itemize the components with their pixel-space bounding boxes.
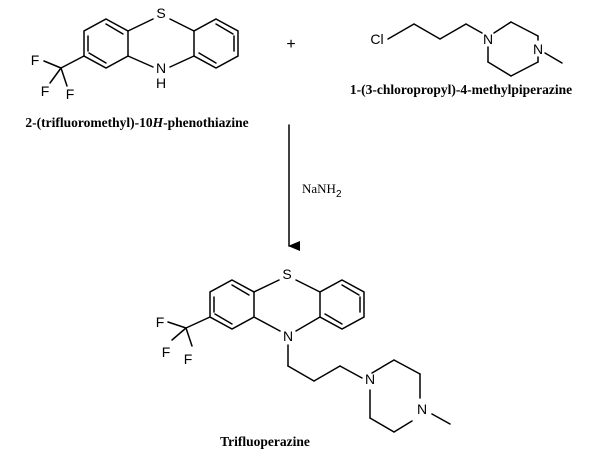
reactant-1-bond [127, 18, 154, 32]
reactant-2-bond [465, 23, 483, 34]
product-chain-bond [287, 365, 315, 382]
atom-nitrogen: N [483, 31, 493, 47]
product-bond [295, 316, 321, 332]
reactant-1-bond [60, 55, 85, 69]
atom-nitrogen: N [417, 401, 427, 417]
atom-fluorine: F [66, 86, 75, 102]
reactant-2-ring-bond [487, 61, 512, 77]
atom-fluorine: F [156, 314, 165, 330]
atom-sulfur: S [282, 266, 291, 282]
reactant-1-right-ring-double-bond [215, 23, 234, 35]
product-bond [171, 327, 187, 341]
product-bond [295, 279, 321, 293]
reactant-1-bond [169, 18, 195, 32]
reactant-2-structure: Cl N N [370, 21, 563, 77]
reactant-1-structure: S N H F F F [31, 5, 239, 102]
atom-nitrogen: N [283, 328, 293, 344]
atom-nitrogen: N [533, 41, 543, 57]
reactant-1-left-ring [83, 18, 129, 69]
reactant-2-bond [387, 23, 415, 40]
product-structure: S N F F F N N [156, 266, 451, 433]
reactant-1-name: 2-(trifluoromethyl)-10H-phenothiazine [25, 115, 248, 130]
product-bond [185, 327, 193, 347]
atom-nitrogen: N [156, 60, 166, 76]
reactant-2-ring-bond [493, 21, 512, 34]
reactant-1-bond [43, 60, 62, 69]
product-ring-bond [393, 359, 421, 375]
reactant-1-left-ring-double-bond [105, 23, 124, 35]
reactant-1-bond [49, 67, 62, 84]
reactant-2-bond [439, 23, 467, 40]
reagent-label: NaNH2 [302, 181, 342, 200]
reactant-1-left-ring-double-bond [88, 52, 107, 64]
product-left-ring [209, 279, 255, 330]
reactant-1-bond [60, 67, 68, 87]
atom-nitrogen: N [365, 371, 375, 387]
atom-fluorine: F [162, 344, 171, 360]
product-bond [253, 316, 281, 332]
atom-fluorine: F [184, 351, 193, 367]
atom-hydrogen: H [156, 75, 166, 91]
atom-fluorine: F [41, 83, 50, 99]
product-bond [431, 413, 451, 425]
product-left-ring-double-bond [214, 313, 233, 325]
reactant-2-bond [413, 23, 441, 40]
product-bond [185, 316, 211, 329]
reactant-2-ring-bond [510, 61, 539, 77]
product-name: Trifluoperazine [220, 434, 310, 449]
product-ring-bond [371, 359, 395, 374]
product-ring-bond [369, 417, 395, 433]
reactant-2-name: 1-(3-chloropropyl)-4-methylpiperazine [350, 82, 572, 97]
product-right-ring-double-bond [341, 284, 360, 296]
reactant-1-right-ring [193, 18, 239, 69]
reactant-2-bond [544, 52, 563, 64]
reactant-1-right-ring-double-bond [198, 52, 217, 64]
atom-fluorine: F [31, 52, 40, 68]
product-right-ring [319, 279, 365, 330]
reactant-2-ring-bond [510, 21, 539, 37]
reactant-1-bond [127, 55, 154, 68]
product-left-ring-double-bond [231, 284, 250, 296]
atom-sulfur: S [156, 5, 165, 21]
product-bond [253, 279, 280, 293]
reactant-1-bond [169, 55, 195, 68]
atom-chlorine: Cl [370, 31, 383, 47]
product-chain-bond [339, 365, 363, 379]
plus-sign: + [286, 36, 295, 53]
product-ring-bond [393, 420, 413, 433]
product-bond [167, 321, 187, 329]
product-chain-bond [313, 365, 341, 382]
product-right-ring-double-bond [324, 313, 343, 325]
